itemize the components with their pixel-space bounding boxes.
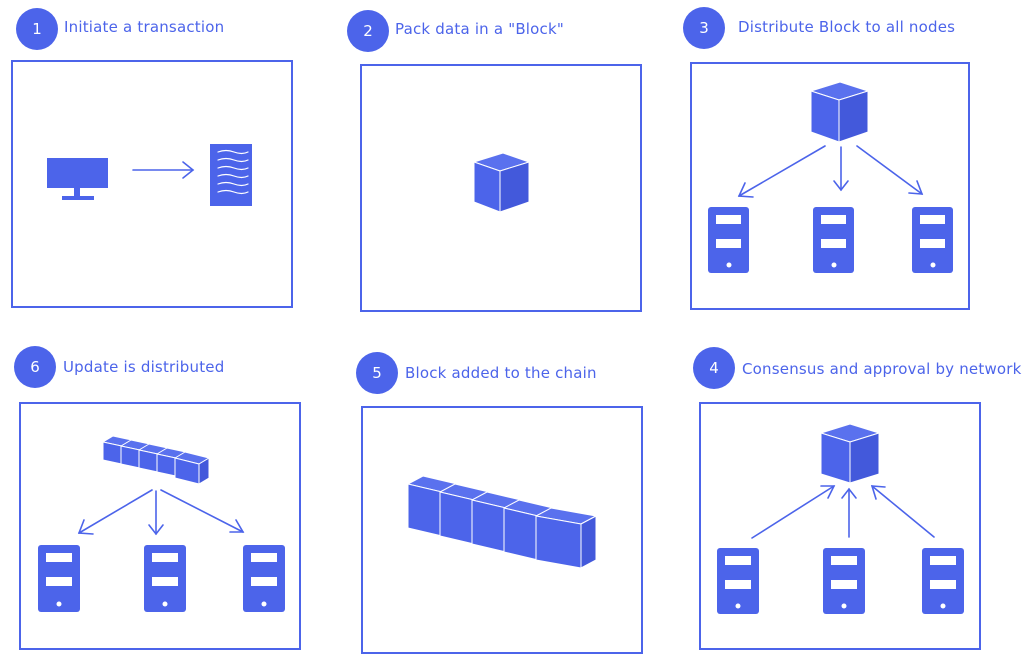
step-panel [19,402,301,650]
node-device-icon [922,548,964,614]
step-title: Update is distributed [63,358,225,376]
block-cube-icon [810,81,869,143]
node-device-icon [144,545,186,612]
block-cube-icon [820,423,880,484]
step-panel [11,60,293,308]
step-title: Block added to the chain [405,364,597,382]
step-number-badge: 5 [356,352,398,394]
block-chain-icon [407,475,597,569]
monitor-icon [47,158,108,200]
node-device-icon [243,545,285,612]
node-device-icon [813,207,854,273]
step-panel [361,406,643,654]
step-title: Initiate a transaction [64,18,225,36]
node-device-icon [823,548,865,614]
step-panel [699,402,981,650]
step-number-badge: 2 [347,10,389,52]
step-panel [690,62,970,310]
node-device-icon [38,545,80,612]
block-cube-icon [473,152,530,213]
node-device-icon [717,548,759,614]
arrow-icon [751,485,935,539]
arrow-icon [737,145,924,198]
block-chain-icon [102,435,210,485]
step-number-badge: 4 [693,347,735,389]
node-device-icon [912,207,953,273]
arrow-icon [77,489,245,536]
step-title: Consensus and approval by network [742,360,1022,378]
step-title: Distribute Block to all nodes [738,18,956,36]
node-device-icon [708,207,749,273]
step-number-badge: 1 [16,8,58,50]
arrow-right-icon [132,161,195,179]
step-number-badge: 6 [14,346,56,388]
document-icon [210,144,252,206]
step-title: Pack data in a "Block" [395,20,564,38]
step-number-badge: 3 [683,7,725,49]
step-panel [360,64,642,312]
